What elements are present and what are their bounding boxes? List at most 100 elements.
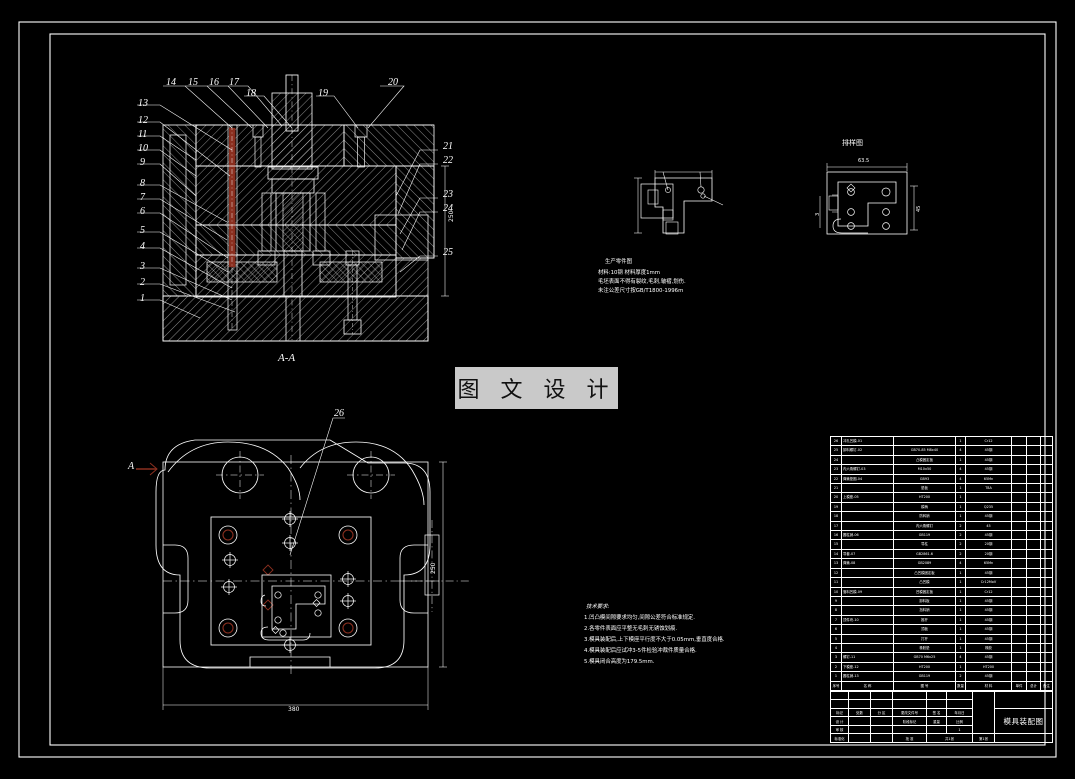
bom-cell-name: 圆柱销-06 [841,530,894,541]
bom-cell-code: GB119 [893,671,956,682]
bom-cell-qty: 4 [955,473,966,485]
bom-cell-qty: 1 [955,435,966,447]
bom-cell-total [1026,539,1041,550]
bom-cell-material: 45钢 [965,530,1012,541]
bom-cell-code: 顶板 [893,624,956,635]
tb-mark: 标记 [830,707,849,718]
bom-cell-code: GB70-85 M8x40 [893,445,956,456]
plan-width-dim: 380 [288,706,300,713]
bom-cell-code [893,435,956,447]
bom-cell-code: HT200 [893,492,956,503]
bom-cell-remark [1040,642,1053,654]
bom-cell-name: 弹簧垫圈-04 [841,473,894,485]
bom-cell-qty: 1 [955,624,966,635]
bom-cell-code: GB93 [893,473,956,485]
bom-cell-material: 45钢 [965,464,1012,475]
bom-cell-qty: 1 [955,614,966,626]
callout-25: 25 [443,247,453,258]
bom-cell-no: 4 [830,642,842,654]
bom-cell-qty: 2 [955,530,966,541]
layout-dim-top: 63.5 [858,158,870,164]
bom-cell-total [1026,492,1041,503]
bom-cell-name: 卸料螺钉-02 [841,445,894,456]
bom-cell-qty: 1 [955,595,966,607]
bom-col-no: 序号 [830,680,842,691]
bom-cell-no: 10 [830,586,842,597]
bom-cell-unit [1011,492,1027,503]
bom-cell-code: GB2089 [893,558,956,569]
bom-cell-total [1026,473,1041,485]
bom-cell-name: 冲孔凹模-01 [841,435,894,447]
tech-note-5: 5.模具闭合高度为179.5mm. [584,659,655,665]
bom-cell-remark [1040,595,1053,607]
bom-cell-qty: 4 [955,652,966,663]
bom-cell-unit [1011,501,1027,513]
bom-cell-remark [1040,445,1053,456]
bom-cell-qty: 1 [955,501,966,513]
layout-dim-left: 3 [815,212,821,216]
bom-cell-qty: 1 [955,567,966,579]
bom-cell-code: 凸模固定板 [893,454,956,466]
bom-cell-total [1026,586,1041,597]
bom-cell-no: 14 [830,548,842,560]
bom-cell-code: 导柱 [893,539,956,550]
bom-cell-name: 落料凹模-09 [841,586,894,597]
bom-cell-name [841,567,894,579]
bom-cell-name [841,624,894,635]
bom-cell-remark [1040,520,1053,532]
bom-cell-material: HT200 [965,661,1012,673]
bom-cell-remark [1040,435,1053,447]
bom-cell-remark [1040,633,1053,644]
callout-4: 4 [140,241,145,252]
callout-20: 20 [388,77,398,88]
bom-cell-code: 垫板 [893,483,956,494]
bom-cell-material: T8A [965,483,1012,494]
bom-cell-name [841,501,894,513]
bom-cell-material: 65Mn [965,473,1012,485]
workpiece-note-line-1: 材料:10钢 材料厚度1mm [598,270,661,276]
callout-6: 6 [140,206,145,217]
bom-cell-unit [1011,520,1027,532]
bom-cell-material: Cr12 [965,435,1012,447]
bom-cell-code: HT200 [893,661,956,673]
bom-cell-unit [1011,435,1027,447]
bom-cell-code: 挡料销 [893,605,956,616]
bom-cell-material: 45 [965,520,1012,532]
drawing-title: 模具装配图 [994,707,1053,735]
bom-col-name: 名 称 [841,680,894,691]
bom-cell-total [1026,483,1041,494]
callout-2: 2 [140,277,145,288]
bom-cell-total [1026,624,1041,635]
bom-cell-code: 凹模固定板 [893,586,956,597]
bom-cell-material: 45钢 [965,511,1012,522]
tb-date: 年月日 [946,707,973,718]
layout-nesting-view [819,163,918,235]
bom-cell-no: 5 [830,633,842,644]
callout-9: 9 [140,157,145,168]
workpiece-note-line-2: 毛坯表面不得有裂纹,毛刺,皱褶,划伤. [598,279,686,285]
bom-cell-unit [1011,548,1027,560]
tech-note-3: 3.模具装配后,上下模座平行度不大于0.05mm,垂直度合格. [584,637,725,643]
bom-cell-total [1026,435,1041,447]
bom-cell-no: 23 [830,464,842,475]
bom-cell-qty: 1 [955,642,966,654]
bom-cell-no: 12 [830,567,842,579]
bom-cell-name [841,454,894,466]
bom-cell-unit [1011,633,1027,644]
bom-cell-name [841,595,894,607]
bom-cell-material: 20钢 [965,539,1012,550]
bom-cell-no: 8 [830,605,842,616]
bom-cell-name: 圆柱销-13 [841,671,894,682]
bom-cell-name: 弹簧-08 [841,558,894,569]
bom-cell-code: M10x50 [893,464,956,475]
bom-cell-remark [1040,454,1053,466]
